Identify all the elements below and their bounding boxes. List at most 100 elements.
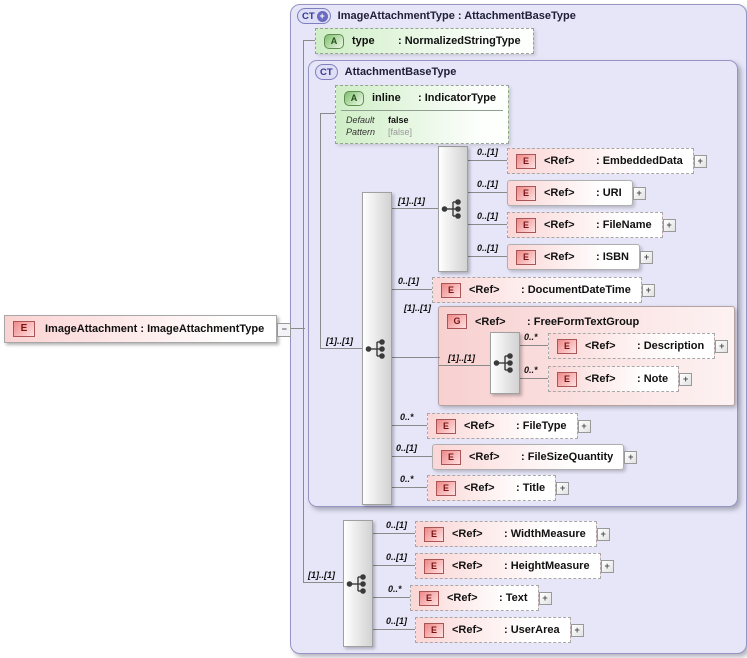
attribute-badge-icon: A <box>344 90 364 106</box>
element-width-measure[interactable]: E <Ref> : WidthMeasure + <box>415 521 610 547</box>
element-note[interactable]: E <Ref> : Note + <box>548 366 693 392</box>
attribute-type-name: : IndicatorType <box>418 92 497 104</box>
element-ref: <Ref> <box>464 420 495 432</box>
element-isbn[interactable]: E <Ref> : ISBN + <box>507 244 653 270</box>
element-ref: <Ref> <box>544 219 575 231</box>
element-badge-icon: E <box>516 249 536 265</box>
connector-line <box>464 256 509 257</box>
element-ref: <Ref> <box>469 451 500 463</box>
expand-icon[interactable]: + <box>538 592 552 605</box>
group-title: G <Ref> : FreeFormTextGroup <box>439 307 734 329</box>
connector-line <box>439 365 492 366</box>
expand-icon[interactable]: + <box>624 451 638 464</box>
expand-icon[interactable]: + <box>693 155 707 168</box>
element-description[interactable]: E <Ref> : Description + <box>548 333 729 359</box>
element-type: : FileSizeQuantity <box>521 451 614 463</box>
element-type: : EmbeddedData <box>596 155 683 167</box>
pattern-label: Pattern <box>346 127 376 137</box>
connector-line <box>516 345 550 346</box>
cardinality-label: 0..[1] <box>386 520 408 530</box>
element-badge-icon: E <box>419 590 439 606</box>
element-uri[interactable]: E <Ref> : URI + <box>507 180 646 206</box>
cardinality-label: 0..* <box>388 584 402 594</box>
sequence-icon <box>493 353 513 373</box>
connector-line <box>320 348 364 349</box>
connector-line <box>464 224 509 225</box>
connector-line <box>303 40 317 41</box>
element-ref: <Ref> <box>452 560 483 572</box>
root-element-label: ImageAttachment : ImageAttachmentType <box>45 323 265 335</box>
default-label: Default <box>346 115 375 125</box>
attribute-inline[interactable]: A inline : IndicatorType Default false P… <box>335 85 510 144</box>
expand-icon[interactable]: + <box>600 560 614 573</box>
sequence-bar-main <box>362 192 392 505</box>
element-ref: <Ref> <box>544 187 575 199</box>
element-badge-icon: E <box>424 526 444 542</box>
cardinality-label: 0..[1] <box>477 211 499 221</box>
attribute-name: inline <box>372 92 401 104</box>
connector-line <box>369 533 417 534</box>
element-file-size-quantity[interactable]: E <Ref> : FileSizeQuantity + <box>432 444 638 470</box>
connector-line <box>369 565 417 566</box>
cardinality-label: 0..* <box>400 474 414 484</box>
expand-icon[interactable]: + <box>679 373 693 386</box>
expand-icon[interactable]: + <box>641 284 655 297</box>
expand-icon[interactable]: + <box>570 624 584 637</box>
element-type: : Text <box>499 592 528 604</box>
connector-line <box>388 208 440 209</box>
attribute-type-name: : NormalizedStringType <box>398 35 521 47</box>
group-type: : FreeFormTextGroup <box>527 315 640 328</box>
element-type: : URI <box>596 187 622 199</box>
expand-icon[interactable]: + <box>640 251 653 264</box>
element-badge-icon: E <box>441 282 461 298</box>
cardinality-label: [1]..[1] <box>398 196 425 206</box>
element-badge-icon: E <box>436 480 456 496</box>
expand-icon[interactable]: + <box>577 420 591 433</box>
inner-type-header: CT AttachmentBaseType <box>315 64 456 80</box>
element-ref: <Ref> <box>469 284 500 296</box>
element-type: : UserArea <box>504 624 560 636</box>
cardinality-label: [1]..[1] <box>308 570 335 580</box>
element-badge-icon: E <box>557 338 577 354</box>
expand-icon[interactable]: + <box>596 528 610 541</box>
expand-icon[interactable]: + <box>632 187 646 200</box>
connector-line <box>388 289 434 290</box>
element-badge-icon: E <box>516 153 536 169</box>
connector-line <box>464 160 509 161</box>
element-user-area[interactable]: E <Ref> : UserArea + <box>415 617 584 643</box>
element-ref: <Ref> <box>452 528 483 540</box>
expand-icon[interactable]: + <box>662 219 676 232</box>
cardinality-label: 0..[1] <box>477 243 499 253</box>
element-file-type[interactable]: E <Ref> : FileType + <box>427 413 591 439</box>
element-type: : ISBN <box>596 251 629 263</box>
element-title[interactable]: E <Ref> : Title + <box>427 475 570 501</box>
element-file-name[interactable]: E <Ref> : FileName + <box>507 212 676 238</box>
attribute-badge-icon: A <box>324 33 344 49</box>
expand-icon[interactable]: + <box>556 482 570 495</box>
expand-icon[interactable]: + <box>715 340 729 353</box>
outer-type-header: CT+ ImageAttachmentType : AttachmentBase… <box>297 8 576 24</box>
element-badge-icon: E <box>436 418 456 434</box>
element-type: : Note <box>637 373 669 385</box>
element-badge-icon: E <box>13 321 35 337</box>
element-ref: <Ref> <box>464 482 495 494</box>
collapse-icon[interactable]: − <box>277 323 292 337</box>
element-document-date-time[interactable]: E <Ref> : DocumentDateTime + <box>432 277 655 303</box>
cardinality-label: [1]..[1] <box>404 303 431 313</box>
connector-line <box>388 487 429 488</box>
element-height-measure[interactable]: E <Ref> : HeightMeasure + <box>415 553 614 579</box>
connector-line <box>388 456 434 457</box>
element-badge-icon: E <box>516 185 536 201</box>
cardinality-label: [1]..[1] <box>326 336 353 346</box>
element-badge-icon: E <box>557 371 577 387</box>
complex-type-badge-icon[interactable]: CT+ <box>297 8 331 24</box>
complex-type-badge-icon: CT <box>315 64 338 80</box>
cardinality-label: 0..* <box>524 365 538 375</box>
root-element-image-attachment[interactable]: E ImageAttachment : ImageAttachmentType … <box>4 315 292 343</box>
element-type: : FileType <box>516 420 567 432</box>
group-badge-icon: G <box>447 314 467 329</box>
element-embedded-data[interactable]: E <Ref> : EmbeddedData + <box>507 148 707 174</box>
element-text[interactable]: E <Ref> : Text + <box>410 585 552 611</box>
expand-icon[interactable]: + <box>316 10 328 22</box>
attribute-type[interactable]: A type : NormalizedStringType <box>315 28 534 54</box>
